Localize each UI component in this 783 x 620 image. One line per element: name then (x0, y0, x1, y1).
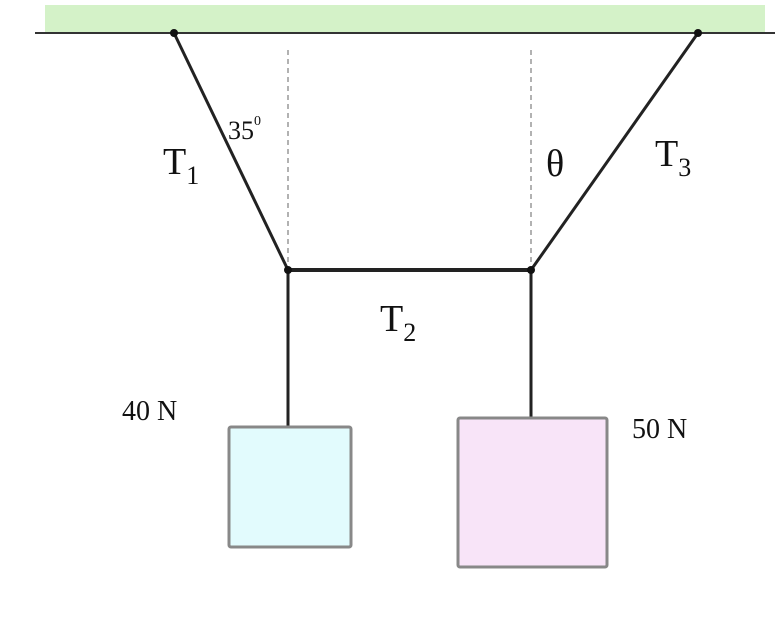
junction-left (284, 266, 292, 274)
junction-right (527, 266, 535, 274)
t1-subscript: 1 (186, 161, 200, 190)
label-weight-50n: 50 N (632, 414, 688, 445)
label-weight-40n: 40 N (122, 396, 178, 427)
degree-mark: 0 (254, 114, 261, 129)
rope-t1 (172, 32, 290, 271)
anchor-right (694, 29, 702, 37)
t2-text: T (380, 298, 404, 340)
t3-subscript: 3 (678, 153, 692, 182)
label-t3: T3 (655, 133, 691, 181)
label-theta: θ (546, 143, 565, 185)
block-40n (227, 425, 353, 549)
block-50n (456, 416, 609, 569)
angle-35-value: 35 (228, 116, 254, 145)
rope-t3 (529, 32, 700, 271)
ceiling (45, 5, 765, 33)
label-t2: T2 (380, 298, 416, 346)
t2-subscript: 2 (403, 318, 417, 347)
t1-text: T (163, 141, 187, 183)
t3-text: T (655, 133, 679, 175)
label-t1: T1 (163, 141, 199, 189)
anchor-left (170, 29, 178, 37)
label-angle-35: 350 (228, 115, 261, 145)
